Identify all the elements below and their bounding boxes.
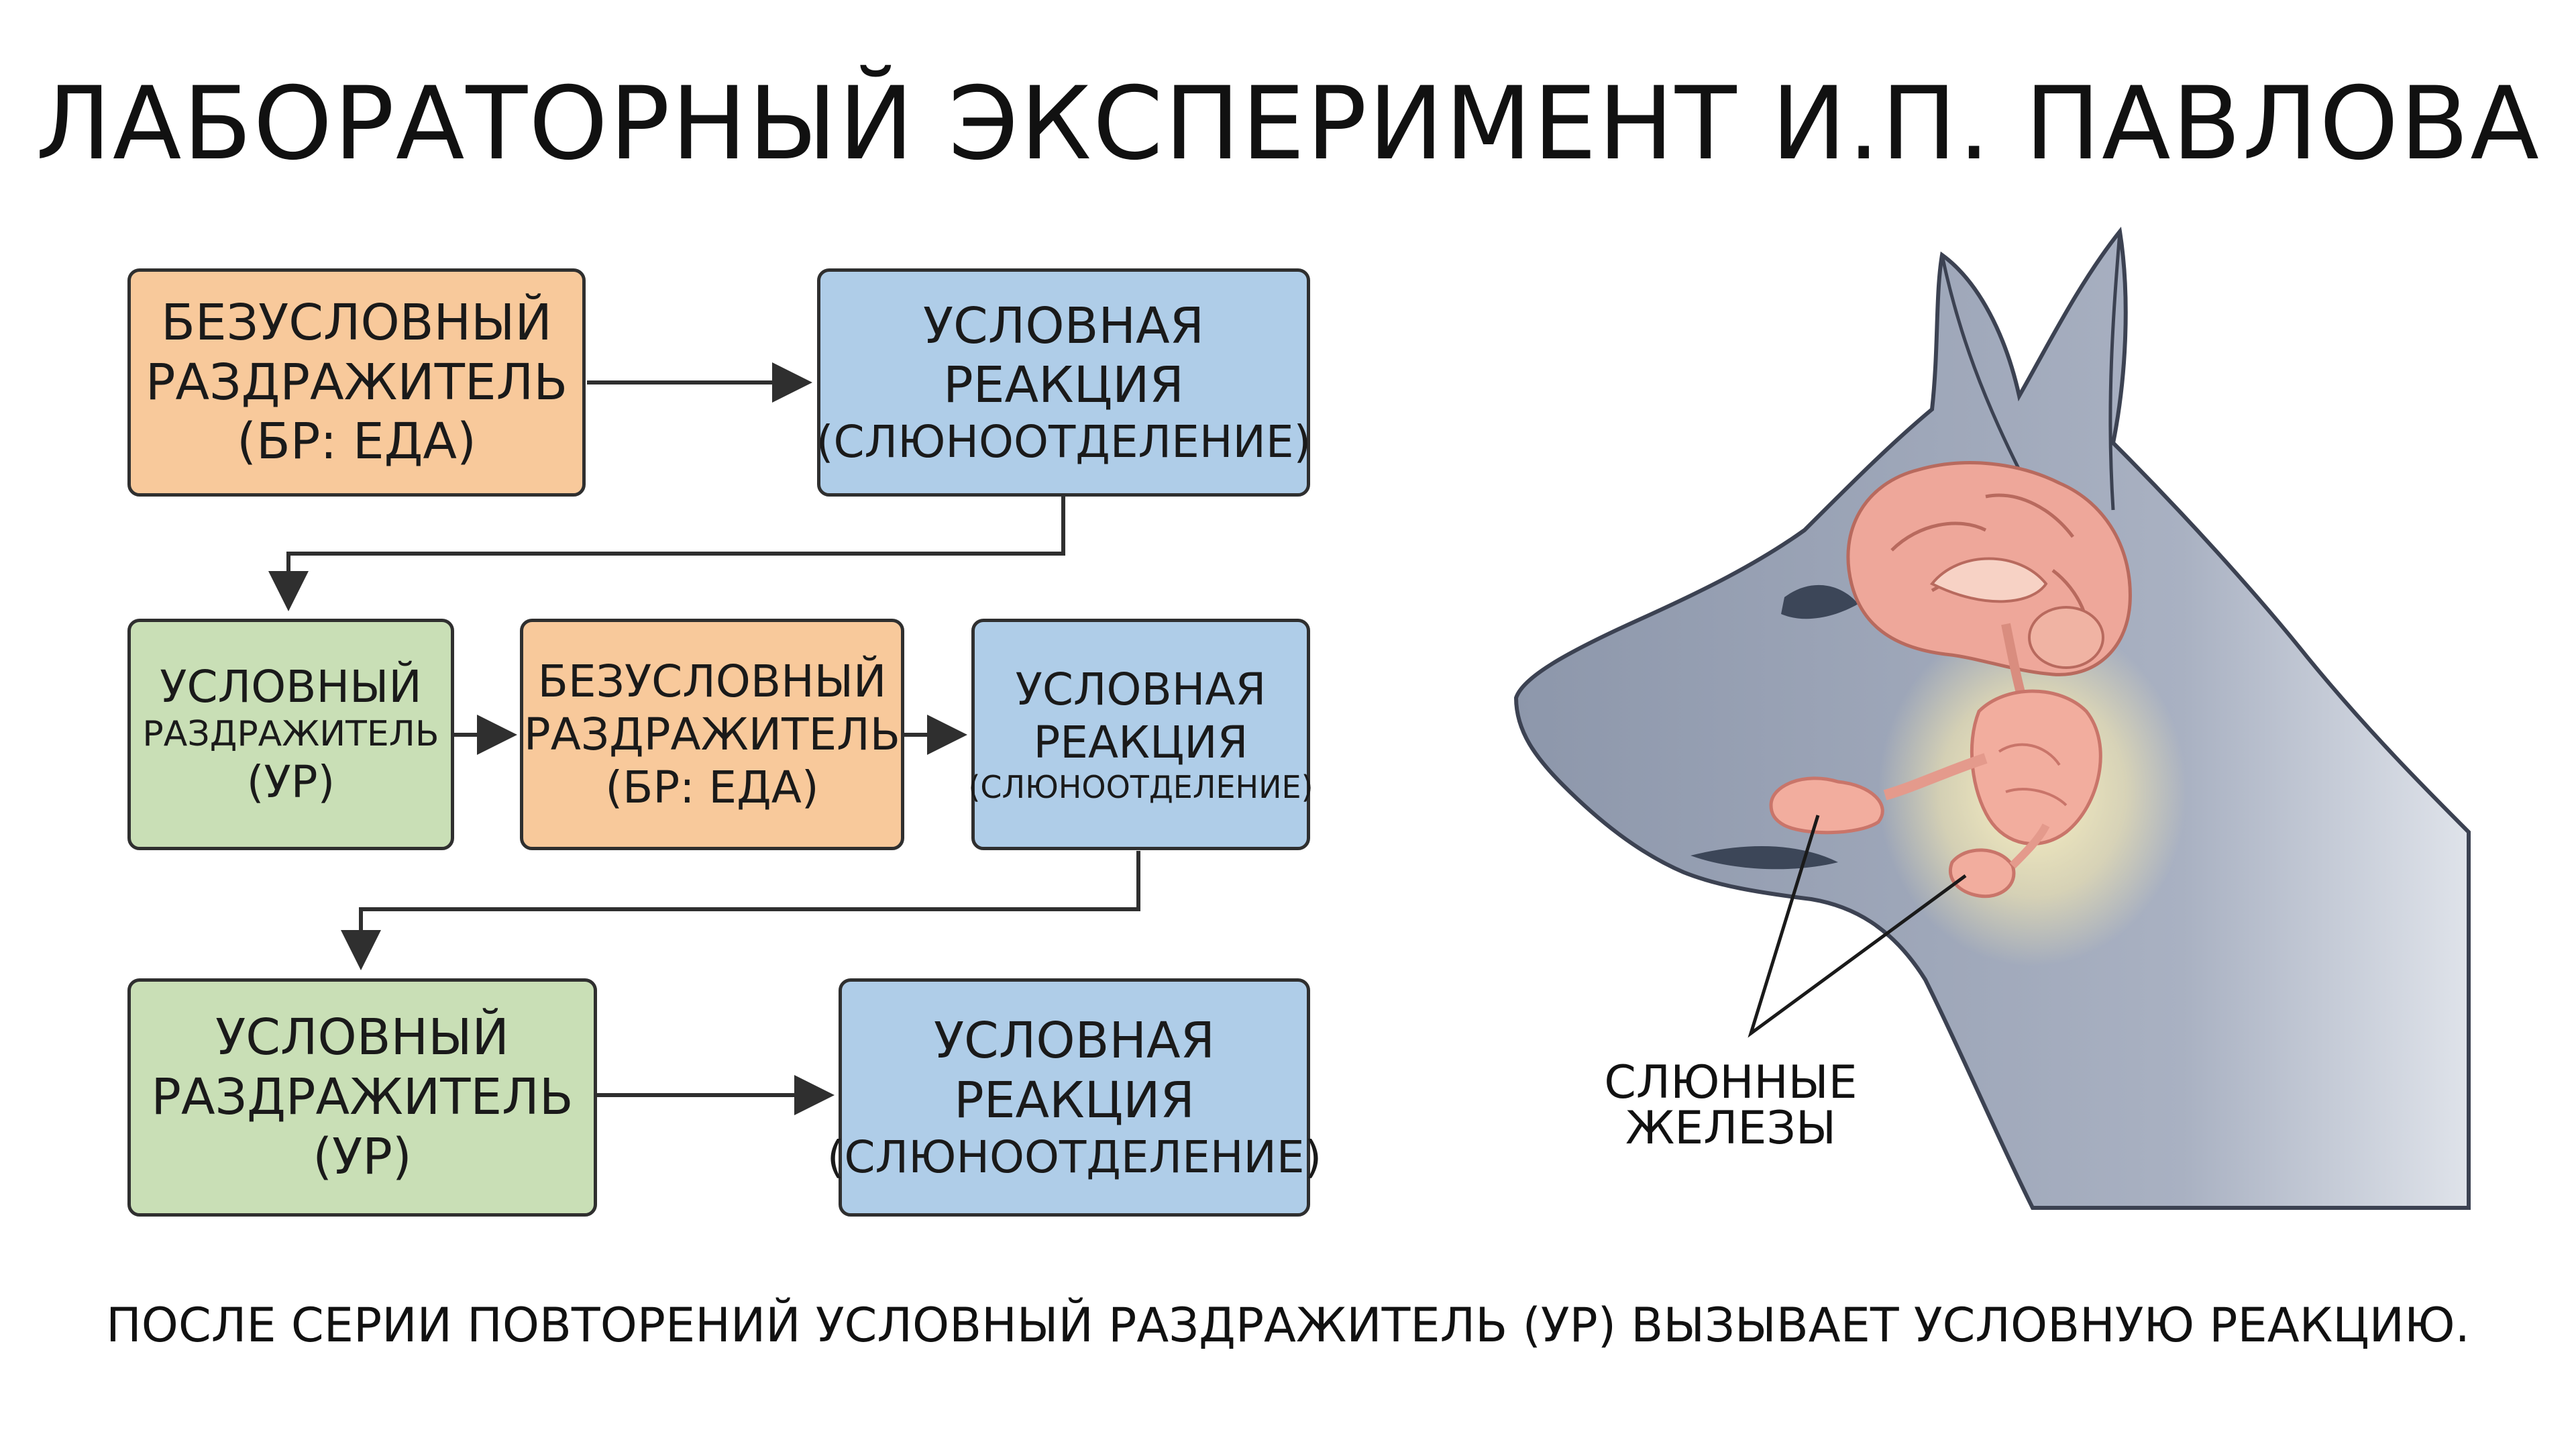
box-line: РЕАКЦИЯ (943, 356, 1184, 415)
ear-outline (2108, 231, 2122, 511)
mouth-icon (1690, 846, 1838, 870)
box-unconditioned-stimulus-2: БЕЗУСЛОВНЫЙ РАЗДРАЖИТЕЛЬ (БР: ЕДА) (520, 619, 904, 850)
bottom-caption: ПОСЛЕ СЕРИИ ПОВТОРЕНИЙ УСЛОВНЫЙ РАЗДРАЖИ… (106, 1298, 2470, 1353)
ear-outline (1940, 254, 2021, 471)
box-conditioned-stimulus-3: УСЛОВНЫЙ РАЗДРАЖИТЕЛЬ (УР) (127, 978, 597, 1217)
box-line: (БР: ЕДА) (605, 762, 819, 814)
connector-row2-to-row3 (341, 851, 1140, 970)
box-line: УСЛОВНАЯ (922, 297, 1205, 355)
box-line: РЕАКЦИЯ (1033, 716, 1248, 768)
box-conditioned-response-1: УСЛОВНАЯ РЕАКЦИЯ (СЛЮНООТДЕЛЕНИЕ) (816, 268, 1311, 497)
box-conditioned-response-3: УСЛОВНАЯ РЕАКЦИЯ (СЛЮНООТДЕЛЕНИЕ) (827, 978, 1322, 1217)
box-unconditioned-stimulus-1: БЕЗУСЛОВНЫЙ РАЗДРАЖИТЕЛЬ (БР: ЕДА) (127, 268, 586, 497)
box-line: РАЗДРАЖИТЕЛЬ (151, 1068, 574, 1127)
label-leader-lines (1748, 815, 1967, 1038)
box-line: УСЛОВНЫЙ (215, 1009, 509, 1067)
box-line: БЕЗУСЛОВНЫЙ (537, 655, 887, 707)
eye-icon (1781, 584, 1858, 619)
box-line: УСЛОВНЫЙ (160, 661, 422, 713)
box-line: РАЗДРАЖИТЕЛЬ (142, 714, 439, 755)
box-line: БЕЗУСЛОВНЫЙ (161, 293, 552, 352)
box-conditioned-stimulus-2: УСЛОВНЫЙ РАЗДРАЖИТЕЛЬ (УР) (127, 619, 454, 850)
box-line: (СЛЮНООТДЕЛЕНИЕ) (826, 1131, 1322, 1183)
box-line: (БР: ЕДА) (237, 413, 476, 471)
brain-icon (1846, 461, 2132, 713)
box-line: (УР) (246, 756, 335, 808)
connector-row1-to-row2 (268, 497, 1065, 611)
box-line: РАЗДРАЖИТЕЛЬ (523, 708, 901, 760)
box-line: УСЛОВНАЯ (933, 1012, 1216, 1070)
box-line fs-line-small: (СЛЮНООТДЕЛЕНИЕ) (816, 416, 1311, 468)
box-line: РЕАКЦИЯ (954, 1071, 1195, 1129)
box-conditioned-response-2: УСЛОВНАЯ РЕАКЦИЯ (СЛЮНООТДЕЛЕНИЕ) (968, 619, 1313, 850)
box-line: РАЗДРАЖИТЕЛЬ (145, 353, 568, 411)
page-title: ЛАБОРАТОРНЫЙ ЭКСПЕРИМЕНТ И.П. ПАВЛОВА (36, 66, 2540, 183)
salivary-glands-label: СЛЮННЫЕ ЖЕЛЕЗЫ (1604, 1056, 1858, 1155)
box-line: (СЛЮНООТДЕЛЕНИЕ) (968, 769, 1313, 806)
box-line: УСЛОВНАЯ (1015, 663, 1267, 715)
box-line: (УР) (313, 1127, 412, 1186)
